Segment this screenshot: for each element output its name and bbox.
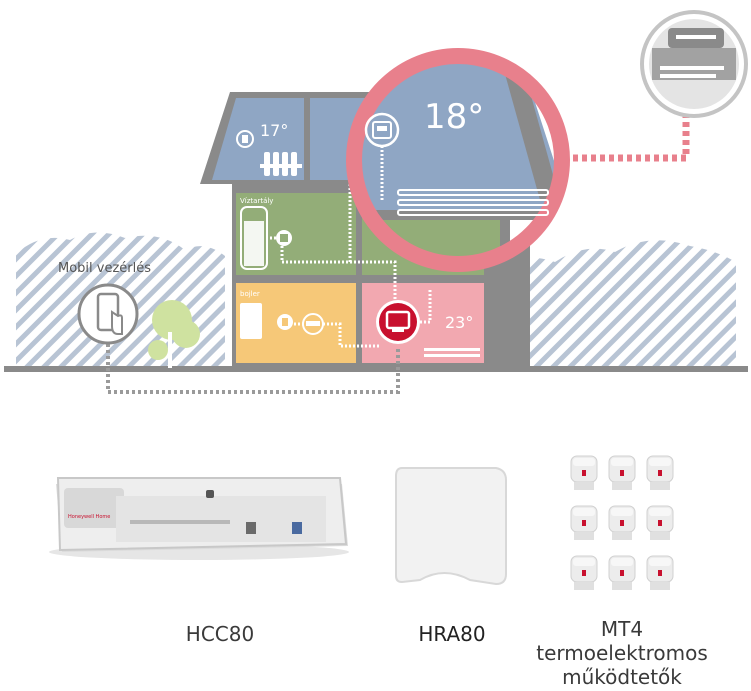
hra80-module-zoom <box>640 10 748 118</box>
radiator-icon <box>260 152 302 176</box>
mobile-control-label: Mobil vezérlés <box>58 261 151 276</box>
thermostat-icon <box>236 130 254 148</box>
hra80-product-image <box>395 467 507 586</box>
water-tank-label: Víztartály <box>240 197 273 205</box>
room-top-left-temp: 17° <box>260 121 288 140</box>
water-tank-icon <box>240 206 268 270</box>
actuator-icon <box>570 505 598 540</box>
actuator-icon <box>608 505 636 540</box>
room-bottom-right-temp: 23° <box>445 313 473 332</box>
actuator-icon <box>570 455 598 490</box>
actuator-icon <box>570 555 598 590</box>
mt4-caption: MT4 termoelektromos működtetők <box>500 617 744 689</box>
zoom-magnifier: 18° <box>346 48 570 272</box>
hcc80-controller-icon <box>376 300 420 344</box>
tree-icon <box>148 300 200 368</box>
actuator-icon <box>646 505 674 540</box>
mt4-caption-line2: termoelektromos <box>536 641 708 665</box>
ground-line <box>4 366 748 372</box>
actuator-icon <box>608 555 636 590</box>
mt4-actuators-image <box>570 455 674 590</box>
boiler-label: bojler <box>240 290 260 298</box>
actuator-icon <box>646 555 674 590</box>
mobile-phone-icon <box>77 283 139 345</box>
mt4-caption-line3: működtetők <box>562 665 682 689</box>
room-living-temp: 18° <box>424 97 484 137</box>
hra80-caption: HRA80 <box>418 622 486 646</box>
pink-link-wiring <box>564 100 690 162</box>
external-wiring <box>106 344 400 394</box>
hcc80-caption: HCC80 <box>185 622 255 646</box>
boiler-icon <box>240 303 262 339</box>
hcc80-product-image: Honeywell Home <box>49 477 349 560</box>
actuator-icon <box>646 455 674 490</box>
room-attic-left <box>212 98 304 180</box>
hcc80-brand-text: Honeywell Home <box>68 514 110 520</box>
mt4-caption-line1: MT4 <box>600 617 644 641</box>
actuator-icon <box>608 455 636 490</box>
